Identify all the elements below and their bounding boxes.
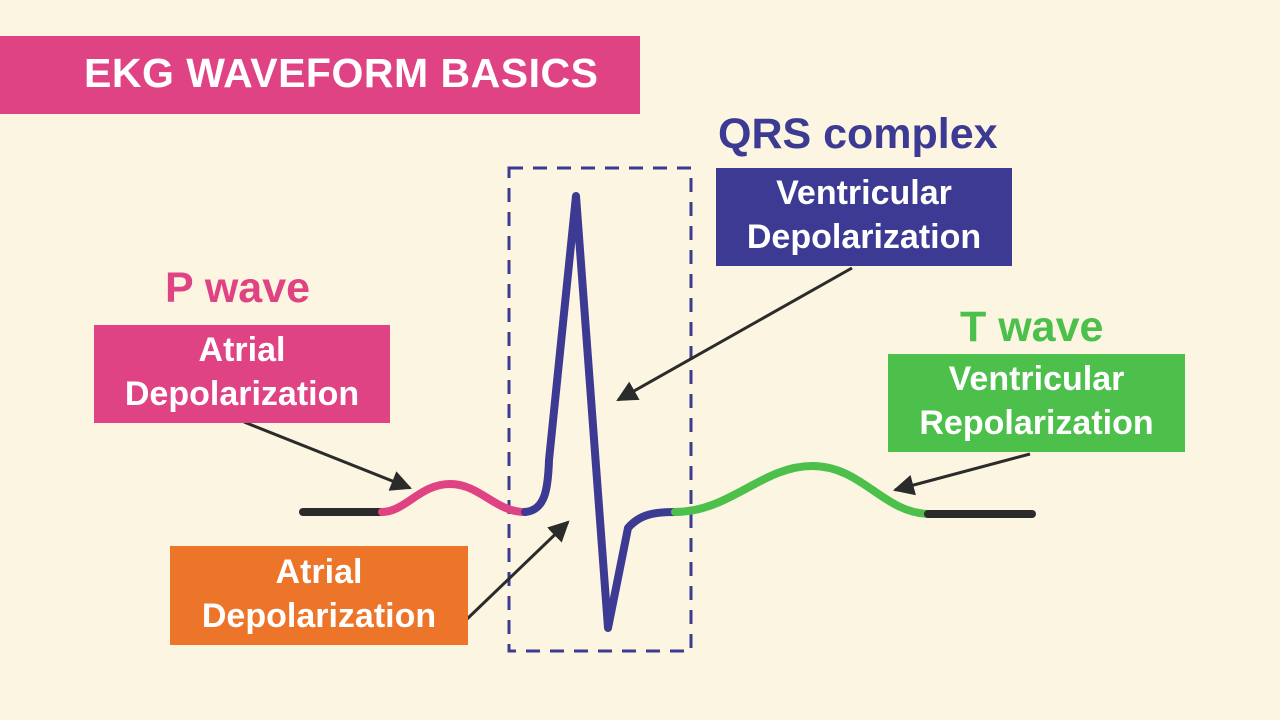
title-banner (0, 36, 640, 114)
t-wave-label-line1: Ventricular (948, 360, 1125, 398)
qrs-heading: QRS complex (718, 110, 998, 158)
t-wave-arrow (892, 452, 1031, 496)
qrs-label-line2: Depolarization (746, 218, 982, 256)
t-wave-label: Ventricular Repolarization (888, 354, 1185, 452)
t-wave-label-line2: Repolarization (919, 404, 1154, 442)
hidden-atrial-label: Atrial Depolarization (170, 546, 468, 645)
hidden-atrial-arrow (464, 520, 570, 622)
qrs-segment (521, 192, 679, 632)
hidden-atrial-label-line2: Depolarization (201, 597, 437, 635)
hidden-atrial-label-line1: Atrial (275, 553, 363, 591)
qrs-label: Ventricular Depolarization (716, 168, 1012, 266)
p-wave-heading: P wave (165, 264, 311, 312)
p-wave-label-line2: Depolarization (124, 375, 360, 413)
qrs-label-line1: Ventricular (776, 174, 952, 212)
p-wave-label: Atrial Depolarization (94, 325, 390, 423)
p-wave-arrow (243, 420, 412, 491)
p-wave-label-line1: Atrial (198, 331, 286, 369)
page-title: EKG WAVEFORM BASICS (84, 50, 599, 96)
t-wave-segment (671, 461, 932, 518)
t-wave-heading: T wave (960, 303, 1104, 351)
qrs-dashed-box (507, 166, 693, 653)
p-wave-segment (378, 479, 529, 516)
qrs-arrow (616, 266, 853, 402)
